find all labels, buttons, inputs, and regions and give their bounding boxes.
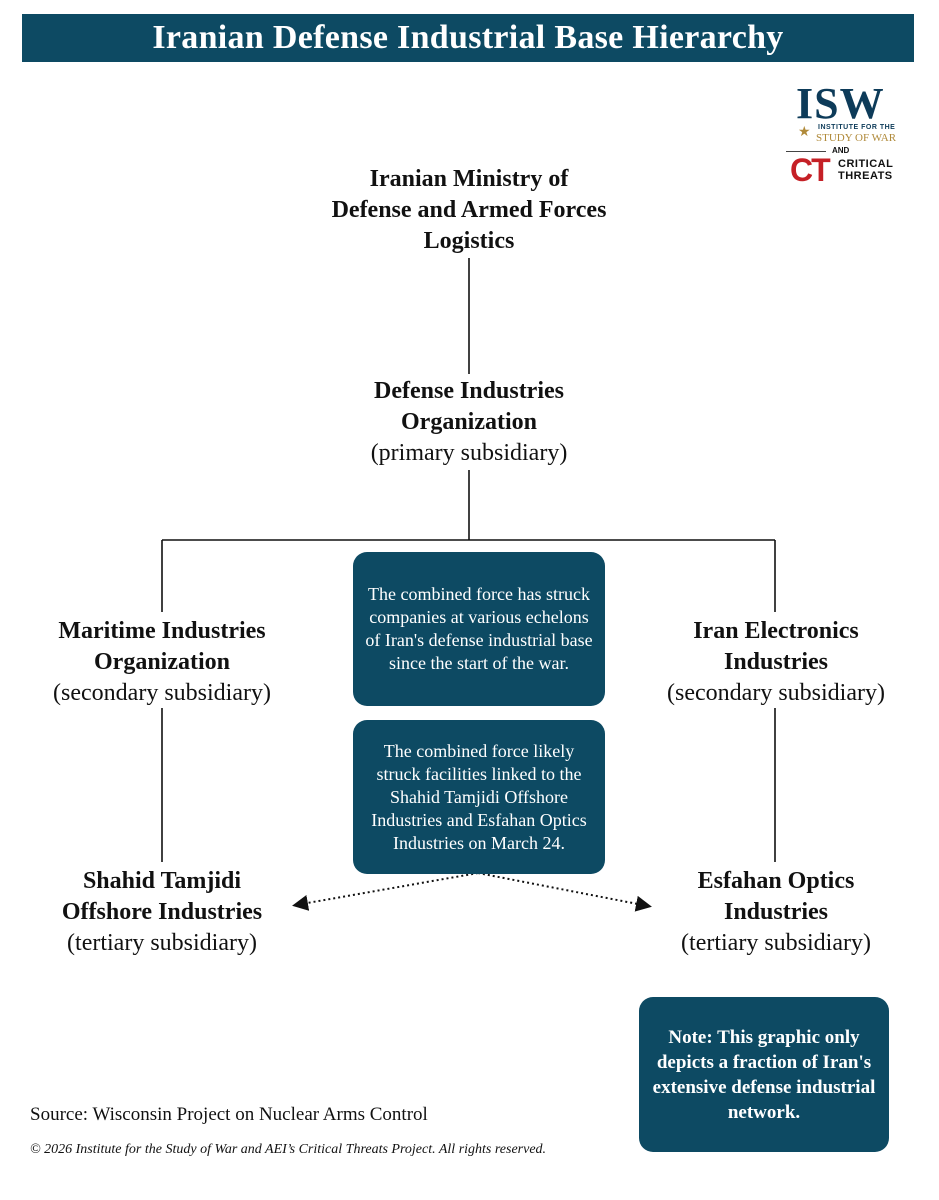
ct-letters: CT	[790, 152, 831, 188]
copyright-text: © 2026 Institute for the Study of War an…	[30, 1142, 547, 1157]
callout-note: Note: This graphic only depicts a fracti…	[639, 997, 889, 1152]
node-electronics-role: (secondary subsidiary)	[667, 680, 885, 706]
isw-institute-text: INSTITUTE FOR THE	[818, 124, 896, 131]
strike-arrow-left	[292, 872, 479, 911]
isw-logo: ISW ★ INSTITUTE FOR THE STUDY OF WAR	[786, 78, 914, 148]
node-dio: Defense Industries Organization (primary…	[320, 376, 618, 469]
node-dio-name: Defense Industries Organization	[374, 378, 564, 435]
logo-separator: AND	[786, 146, 908, 156]
node-ministry-name: Iranian Ministry of Defense and Armed Fo…	[331, 166, 607, 254]
ct-line1: CRITICAL	[838, 158, 894, 170]
node-ministry: Iranian Ministry of Defense and Armed Fo…	[330, 164, 608, 257]
separator-line	[786, 151, 826, 152]
node-electronics: Iran Electronics Industries (secondary s…	[650, 616, 902, 709]
node-tamjidi-role: (tertiary subsidiary)	[67, 930, 257, 956]
node-dio-role: (primary subsidiary)	[370, 440, 568, 466]
isw-study-text: STUDY OF WAR	[816, 132, 897, 144]
ct-wordmark: CRITICAL THREATS	[838, 158, 893, 182]
node-maritime: Maritime Industries Organization (second…	[32, 616, 292, 709]
node-tamjidi: Shahid Tamjidi Offshore Industries (tert…	[52, 866, 272, 959]
page-title: Iranian Defense Industrial Base Hierarch…	[22, 14, 914, 62]
ct-line2: THREATS	[838, 170, 893, 182]
node-tamjidi-name: Shahid Tamjidi Offshore Industries	[61, 868, 263, 925]
node-esfahan-name: Esfahan Optics Industries	[697, 868, 855, 925]
node-maritime-name: Maritime Industries Organization	[58, 618, 266, 675]
callout-struck-echelons: The combined force has struck companies …	[353, 552, 605, 706]
star-icon: ★	[798, 125, 811, 140]
callout-march-24-strikes: The combined force likely struck facilit…	[353, 720, 605, 874]
strike-arrow-right	[477, 872, 652, 912]
node-maritime-role: (secondary subsidiary)	[53, 680, 271, 706]
isw-letters: ISW	[796, 79, 885, 128]
node-esfahan: Esfahan Optics Industries (tertiary subs…	[665, 866, 887, 959]
source-text: Source: Wisconsin Project on Nuclear Arm…	[30, 1104, 428, 1125]
node-electronics-name: Iran Electronics Industries	[693, 618, 859, 675]
node-esfahan-role: (tertiary subsidiary)	[681, 930, 871, 956]
critical-threats-logo: CT CRITICAL THREATS	[786, 152, 910, 188]
and-text: AND	[832, 146, 850, 155]
